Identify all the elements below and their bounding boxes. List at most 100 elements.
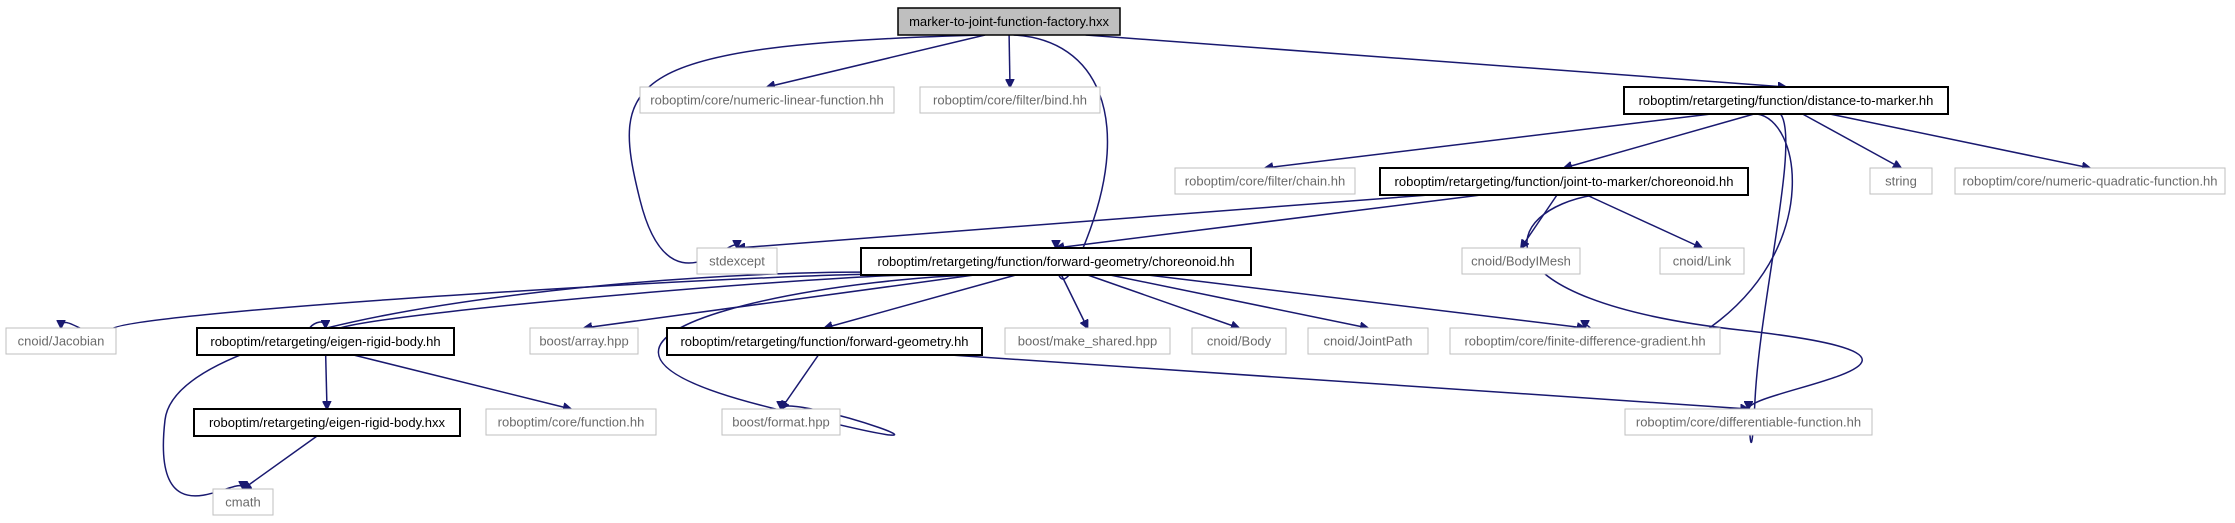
node-bind: roboptim/core/filter/bind.hh <box>919 86 1101 114</box>
node-label: roboptim/retargeting/function/joint-to-m… <box>1395 174 1734 189</box>
node-label: roboptim/core/differentiable-function.hh <box>1636 415 1861 430</box>
edge-arrow <box>1585 113 1793 355</box>
node-label: string <box>1885 174 1917 189</box>
edge-arrow <box>1056 194 1482 248</box>
edge-root-to-dtm <box>1085 34 1786 87</box>
edge-dtm-to-diff <box>1749 113 1787 444</box>
node-box <box>1174 167 1356 195</box>
node-root[interactable]: marker-to-joint-function-factory.hxx <box>897 7 1121 36</box>
node-fg[interactable]: roboptim/retargeting/function/forward-ge… <box>666 327 983 356</box>
node-label: cnoid/BodyIMesh <box>1471 254 1571 269</box>
node-array: boost/array.hpp <box>529 327 639 355</box>
edge-arrow <box>1060 274 1087 328</box>
edge-fgc-to-erb <box>308 274 930 334</box>
edge-root-to-nlf <box>767 34 986 87</box>
edge-fgc-to-fdg <box>1147 274 1585 328</box>
edge-dtm-to-jtm <box>1564 113 1755 168</box>
node-label: roboptim/core/filter/bind.hh <box>933 93 1087 108</box>
node-box <box>1623 86 1949 115</box>
edge-dtm-to-string <box>1802 113 1901 168</box>
edge-dtm-to-chain <box>1265 113 1712 168</box>
node-box <box>639 86 895 114</box>
node-label: roboptim/retargeting/eigen-rigid-body.hx… <box>209 415 446 430</box>
node-label: boost/format.hpp <box>732 415 830 430</box>
node-label: roboptim/retargeting/function/forward-ge… <box>680 334 968 349</box>
node-dtm[interactable]: roboptim/retargeting/function/distance-t… <box>1623 86 1949 115</box>
node-make_shared: boost/make_shared.hpp <box>1004 327 1171 355</box>
node-function: roboptim/core/function.hh <box>485 408 657 436</box>
node-chain: roboptim/core/filter/chain.hh <box>1174 167 1356 195</box>
node-erbx[interactable]: roboptim/retargeting/eigen-rigid-body.hx… <box>193 408 461 437</box>
node-box <box>919 86 1101 114</box>
edge-root-to-bind <box>1009 34 1010 87</box>
node-fdg: roboptim/core/finite-difference-gradient… <box>1449 327 1721 355</box>
edge-fgc-to-format <box>657 273 1009 436</box>
node-jointpath: cnoid/JointPath <box>1307 327 1429 355</box>
node-label: roboptim/retargeting/eigen-rigid-body.hh <box>210 334 440 349</box>
node-box <box>529 327 639 355</box>
edge-fgc-to-jointpath <box>1109 274 1368 328</box>
edge-arrow <box>326 354 327 409</box>
node-box <box>1449 327 1721 355</box>
edge-jtm-to-fgc <box>1056 194 1482 248</box>
edge-fgc-to-array <box>584 274 975 328</box>
edge-arrow <box>584 274 975 328</box>
node-link: cnoid/Link <box>1659 247 1745 275</box>
node-box <box>696 247 778 275</box>
node-box <box>666 327 983 356</box>
node-label: marker-to-joint-function-factory.hxx <box>909 14 1109 29</box>
node-label: stdexcept <box>709 254 765 269</box>
node-box <box>1869 167 1933 195</box>
nodes: marker-to-joint-function-factory.hxx stde… <box>5 7 2226 516</box>
node-box <box>212 488 274 516</box>
edge-arrow <box>1013 34 1109 280</box>
edges <box>61 34 2090 497</box>
edge-arrow <box>781 354 820 409</box>
edge-arrow <box>628 34 983 264</box>
edge-erbx-to-cmath <box>243 435 318 489</box>
node-format: boost/format.hpp <box>721 408 841 436</box>
edge-arrow <box>1802 113 1901 168</box>
node-box <box>1954 167 2226 195</box>
node-erb[interactable]: roboptim/retargeting/eigen-rigid-body.hh <box>196 327 455 356</box>
edge-fgc-to-make_shared <box>1060 274 1087 328</box>
node-box <box>193 408 461 437</box>
edge-arrow <box>1526 194 1863 409</box>
node-label: cnoid/Body <box>1207 334 1272 349</box>
edge-arrow <box>162 271 916 497</box>
node-jtm[interactable]: roboptim/retargeting/function/joint-to-m… <box>1379 167 1749 196</box>
edge-arrow <box>308 274 930 334</box>
node-label: roboptim/core/numeric-linear-function.hh <box>650 93 883 108</box>
edge-dtm-to-nqf <box>1829 113 2090 168</box>
node-box <box>1004 327 1171 355</box>
node-box <box>1659 247 1745 275</box>
node-box <box>1379 167 1749 196</box>
node-label: boost/make_shared.hpp <box>1018 334 1157 349</box>
edge-arrow <box>950 354 1749 409</box>
edge-arrow <box>1265 113 1712 168</box>
node-box <box>1461 247 1581 275</box>
node-jacobian: cnoid/Jacobian <box>5 327 117 355</box>
edge-fg-to-format <box>781 354 820 409</box>
node-label: cnoid/Link <box>1673 254 1732 269</box>
edge-arrow <box>1564 113 1755 168</box>
edge-arrow <box>1009 34 1010 87</box>
node-fgc[interactable]: roboptim/retargeting/function/forward-ge… <box>860 247 1252 276</box>
edge-jtm-to-diff <box>1526 194 1863 409</box>
edge-fg-to-diff <box>950 354 1749 409</box>
node-label: roboptim/retargeting/function/distance-t… <box>1639 93 1934 108</box>
node-cmath: cmath <box>212 488 274 516</box>
edge-jtm-to-link <box>1586 194 1702 248</box>
node-box <box>1191 327 1287 355</box>
edge-arrow <box>1085 34 1786 87</box>
edge-arrow <box>767 34 986 87</box>
edge-fgc-to-body <box>1087 274 1239 328</box>
edge-root-to-stdexcept <box>628 34 983 264</box>
edge-erb-to-function <box>353 354 571 409</box>
node-box <box>721 408 841 436</box>
node-box <box>1624 408 1873 436</box>
edge-arrow <box>825 274 1017 328</box>
edge-arrow <box>1087 274 1239 328</box>
node-label: cnoid/Jacobian <box>18 334 105 349</box>
